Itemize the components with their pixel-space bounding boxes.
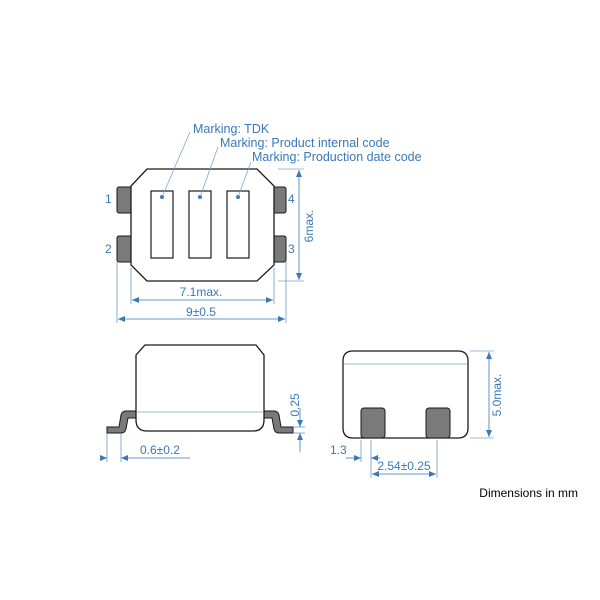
top-view: Marking: TDK Marking: Product internal c… <box>105 122 422 323</box>
dim-lead-length: 0.6±0.2 <box>140 443 180 457</box>
dim-overall-width: 9±0.5 <box>186 305 216 319</box>
dim-pad-width: 1.3 <box>330 443 347 457</box>
front-lead-left <box>106 410 137 434</box>
label-marking-tdk: Marking: TDK <box>193 122 270 136</box>
dim-body-width: 7.1max. <box>180 285 223 299</box>
pin-number-2: 2 <box>105 242 112 256</box>
side-pad-left <box>360 407 386 439</box>
pin-number-4: 4 <box>288 192 295 206</box>
marking-box-tdk <box>150 190 174 259</box>
dim-height-max: 6max. <box>302 210 316 243</box>
side-pad-right <box>425 407 451 439</box>
dim-side-height: 5.0max. <box>490 374 504 417</box>
marking-box-internal <box>188 190 212 259</box>
pin-number-3: 3 <box>288 242 295 256</box>
dimensions-caption: Dimensions in mm <box>479 486 578 500</box>
dim-pitch: 2.54±0.25 <box>377 459 431 473</box>
pin-number-1: 1 <box>105 192 112 206</box>
marking-box-date <box>226 190 250 259</box>
leader-date <box>237 161 252 198</box>
label-marking-date: Marking: Production date code <box>252 150 422 164</box>
front-body-outline <box>135 344 265 432</box>
leader-tdk <box>161 131 191 198</box>
side-view: 5.0max. 1.3 2.54±0.25 <box>330 350 504 478</box>
front-view: 0.25 0.6±0.2 <box>100 344 305 462</box>
dim-lead-thickness: 0.25 <box>288 393 302 417</box>
label-marking-internal: Marking: Product internal code <box>220 136 390 150</box>
leader-internal <box>199 146 219 198</box>
